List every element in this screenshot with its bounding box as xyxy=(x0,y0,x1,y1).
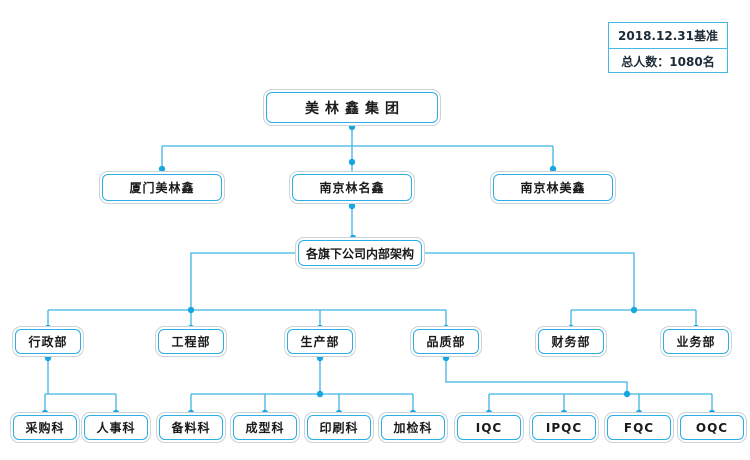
node-label: 厦门美林鑫 xyxy=(102,174,222,201)
baseline-date: 2018.12.31基准 xyxy=(609,23,727,49)
node-section-fqc: FQC xyxy=(604,412,674,443)
node-section-hr: 人事科 xyxy=(81,412,151,443)
node-label: 业务部 xyxy=(663,329,729,354)
node-section-material-prep: 备料科 xyxy=(156,412,226,443)
node-label: OQC xyxy=(680,415,744,440)
node-dept-finance: 财务部 xyxy=(535,326,607,357)
node-label: 品质部 xyxy=(413,329,479,354)
node-label: IPQC xyxy=(532,415,596,440)
node-label: 人事科 xyxy=(84,415,148,440)
node-section-iqc: IQC xyxy=(454,412,524,443)
node-label: FQC xyxy=(607,415,671,440)
node-section-inspection: 加检科 xyxy=(378,412,448,443)
node-label: 加检科 xyxy=(381,415,445,440)
node-label: 南京林名鑫 xyxy=(292,174,412,201)
node-label: 行政部 xyxy=(15,329,81,354)
node-section-purchasing: 采购科 xyxy=(10,412,80,443)
node-subsidiary-nanjing-linmingxin: 南京林名鑫 xyxy=(289,171,415,204)
node-label: 美林鑫集团 xyxy=(266,92,438,123)
node-group-hq: 美林鑫集团 xyxy=(263,89,441,126)
baseline-info-box: 2018.12.31基准 总人数：1080名 xyxy=(608,22,728,73)
node-label: 印刷科 xyxy=(307,415,371,440)
node-label: 工程部 xyxy=(158,329,224,354)
node-subsidiary-nanjing-linmeixin: 南京林美鑫 xyxy=(490,171,616,204)
node-label: 各旗下公司内部架构 xyxy=(298,240,422,266)
node-label: 备料科 xyxy=(159,415,223,440)
node-dept-quality: 品质部 xyxy=(410,326,482,357)
node-label: 成型科 xyxy=(233,415,297,440)
node-label: IQC xyxy=(457,415,521,440)
node-section-ipqc: IPQC xyxy=(529,412,599,443)
node-section-oqc: OQC xyxy=(677,412,747,443)
node-label: 生产部 xyxy=(287,329,353,354)
node-section-molding: 成型科 xyxy=(230,412,300,443)
node-label: 财务部 xyxy=(538,329,604,354)
node-label: 采购科 xyxy=(13,415,77,440)
node-internal-structure: 各旗下公司内部架构 xyxy=(295,237,425,269)
node-dept-production: 生产部 xyxy=(284,326,356,357)
connector-dots xyxy=(41,123,716,417)
node-dept-business: 业务部 xyxy=(660,326,732,357)
node-label: 南京林美鑫 xyxy=(493,174,613,201)
node-section-printing: 印刷科 xyxy=(304,412,374,443)
node-subsidiary-xiamen-meilinxin: 厦门美林鑫 xyxy=(99,171,225,204)
total-headcount: 总人数：1080名 xyxy=(621,55,715,69)
node-dept-admin: 行政部 xyxy=(12,326,84,357)
node-dept-engineering: 工程部 xyxy=(155,326,227,357)
